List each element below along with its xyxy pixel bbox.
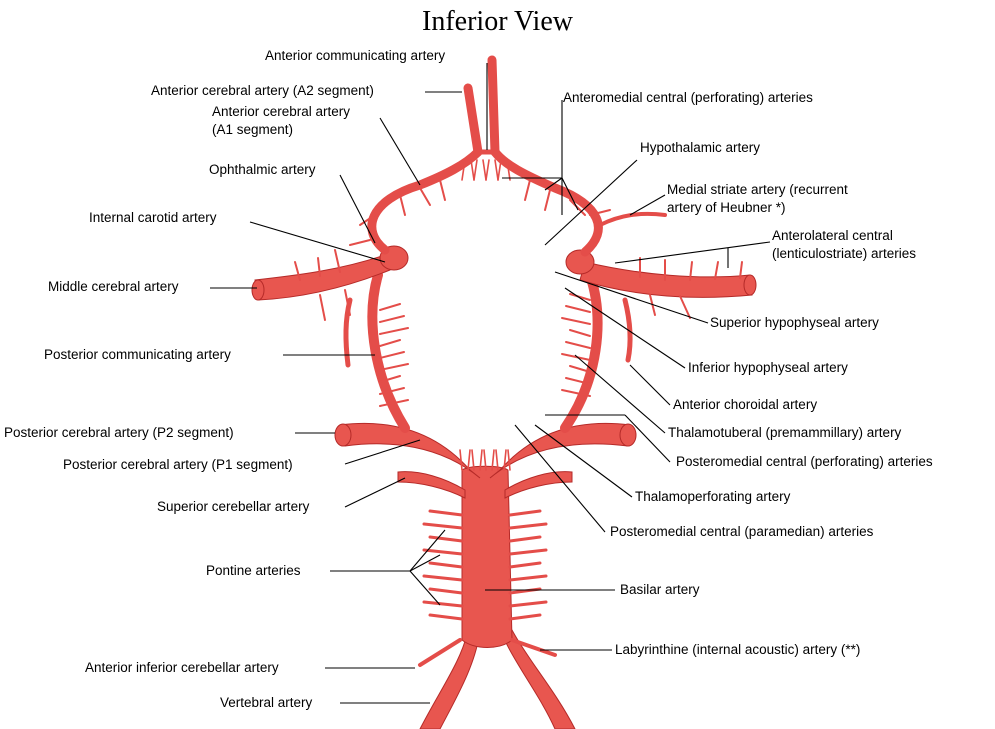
label-superior-cerebellar: Superior cerebellar artery — [157, 499, 309, 515]
label-posteromedial-paramedian: Posteromedial central (paramedian) arter… — [610, 524, 873, 540]
label-medial-striate-line1: Medial striate artery (recurrent — [667, 182, 848, 198]
label-thalamoperforating: Thalamoperforating artery — [635, 489, 790, 505]
leader-posteromedial-paramedian — [515, 425, 605, 532]
leader-superior-hypophyseal — [555, 272, 708, 323]
label-posterior-communicating: Posterior communicating artery — [44, 347, 231, 363]
leader-anteromedial-b — [545, 178, 562, 190]
label-aca-a1-line1: Anterior cerebral artery — [212, 104, 350, 120]
leader-internal-carotid — [250, 222, 385, 262]
label-aca-a2: Anterior cerebral artery (A2 segment) — [151, 83, 374, 99]
leader-superior-cerebellar — [345, 478, 405, 507]
leader-posteromedial-perforating — [625, 415, 670, 462]
leader-thalamoperforating — [535, 425, 632, 497]
leader-pontine-2 — [410, 555, 440, 571]
label-anterior-communicating: Anterior communicating artery — [265, 48, 445, 64]
leader-aca-a1 — [380, 118, 420, 185]
label-thalamotuberal: Thalamotuberal (premammillary) artery — [668, 425, 901, 441]
leader-pca-p1 — [345, 440, 420, 464]
label-posteromedial-perforating: Posteromedial central (perforating) arte… — [676, 454, 933, 470]
leader-pontine-3 — [410, 571, 440, 605]
label-vertebral: Vertebral artery — [220, 695, 312, 711]
leader-anterolateral — [615, 242, 770, 263]
leader-pontine-1 — [410, 530, 445, 571]
leader-thalamotuberal — [575, 355, 665, 433]
label-basilar: Basilar artery — [620, 582, 700, 598]
label-pca-p2: Posterior cerebral artery (P2 segment) — [4, 425, 234, 441]
label-medial-striate-line2: artery of Heubner *) — [667, 200, 786, 216]
label-pontine: Pontine arteries — [206, 563, 301, 579]
leader-inferior-hypophyseal — [565, 288, 685, 368]
leader-medial-striate — [630, 195, 665, 215]
label-pca-p1: Posterior cerebral artery (P1 segment) — [63, 457, 293, 473]
label-anterior-choroidal: Anterior choroidal artery — [673, 397, 817, 413]
label-aca-a1-line2: (A1 segment) — [212, 122, 293, 138]
label-anterolateral-line1: Anterolateral central — [772, 228, 893, 244]
leader-hypothalamic — [545, 160, 637, 245]
leader-anterior-choroidal — [630, 365, 670, 405]
label-superior-hypophyseal: Superior hypophyseal artery — [710, 315, 879, 331]
label-anterolateral-line2: (lenticulostriate) arteries — [772, 246, 916, 262]
label-inferior-hypophyseal: Inferior hypophyseal artery — [688, 360, 848, 376]
label-aica: Anterior inferior cerebellar artery — [85, 660, 279, 676]
label-hypothalamic: Hypothalamic artery — [640, 140, 760, 156]
label-labyrinthine: Labyrinthine (internal acoustic) artery … — [615, 642, 860, 658]
label-anteromedial-central: Anteromedial central (perforating) arter… — [563, 90, 813, 106]
label-internal-carotid: Internal carotid artery — [89, 210, 217, 226]
leader-anteromedial-c — [562, 178, 578, 210]
label-middle-cerebral: Middle cerebral artery — [48, 279, 179, 295]
leader-ophthalmic — [340, 175, 375, 243]
label-ophthalmic: Ophthalmic artery — [209, 162, 316, 178]
